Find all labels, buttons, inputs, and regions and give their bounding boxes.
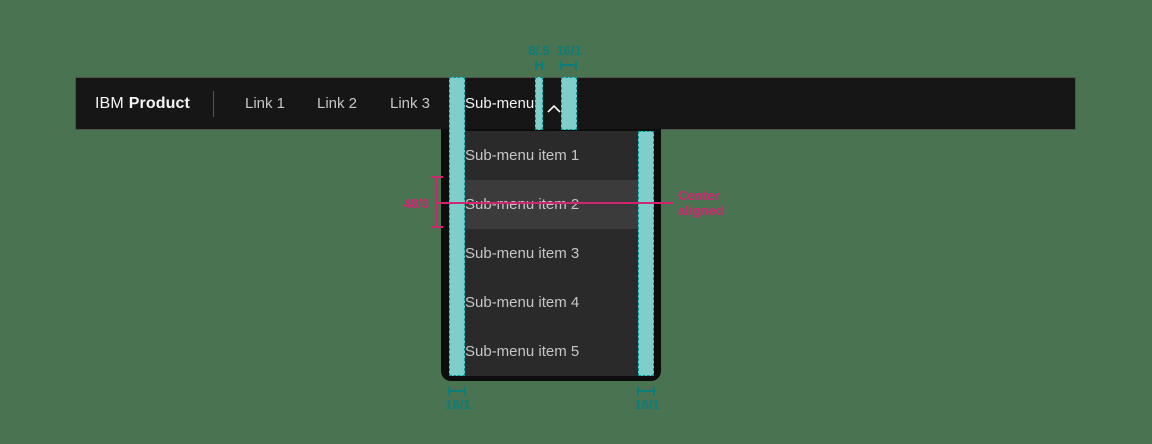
brand-prefix: IBM xyxy=(95,95,124,112)
submenu-dropdown: Sub-menu item 1 Sub-menu item 2 Sub-menu… xyxy=(441,129,661,381)
measure-bracket-top-8px xyxy=(535,61,543,70)
spacing-label-8px: 8/.5 xyxy=(528,43,550,58)
submenu-item-1[interactable]: Sub-menu item 1 xyxy=(449,131,654,180)
measure-bracket-top-16px xyxy=(560,61,577,70)
chevron-up-icon xyxy=(547,100,561,113)
brand-name: Product xyxy=(128,95,190,112)
spacing-bar-right-16px xyxy=(561,77,577,130)
nav-link-2[interactable]: Link 2 xyxy=(317,95,358,112)
item-height-label: 48/3 xyxy=(403,196,429,211)
center-aligned-label: Center aligned xyxy=(678,188,724,218)
spacing-bar-label-gap-8px xyxy=(535,77,543,130)
submenu-label: Sub-menu xyxy=(465,95,535,112)
measure-bracket-bottom-left-16px xyxy=(448,387,466,396)
spacing-bar-left-16px xyxy=(449,77,465,376)
submenu-item-4[interactable]: Sub-menu item 4 xyxy=(449,278,654,327)
nav-link-1[interactable]: Link 1 xyxy=(245,95,286,112)
submenu-list: Sub-menu item 1 Sub-menu item 2 Sub-menu… xyxy=(449,131,654,376)
submenu-item-5[interactable]: Sub-menu item 5 xyxy=(449,327,654,376)
header-divider xyxy=(213,91,214,117)
submenu-item-2[interactable]: Sub-menu item 2 xyxy=(449,180,654,229)
spacing-label-bottom-right-16px: 16/1 xyxy=(634,397,660,412)
submenu-trigger[interactable]: Sub-menu xyxy=(449,78,653,129)
center-alignment-line xyxy=(437,202,674,204)
submenu-item-3[interactable]: Sub-menu item 3 xyxy=(449,229,654,278)
spacing-label-16px: 16/1 xyxy=(556,43,582,58)
spacing-bar-menu-right-16px xyxy=(638,131,654,376)
measure-bracket-bottom-right-16px xyxy=(637,387,655,396)
nav-link-3[interactable]: Link 3 xyxy=(390,95,431,112)
spacing-label-bottom-left-16px: 16/1 xyxy=(445,397,471,412)
